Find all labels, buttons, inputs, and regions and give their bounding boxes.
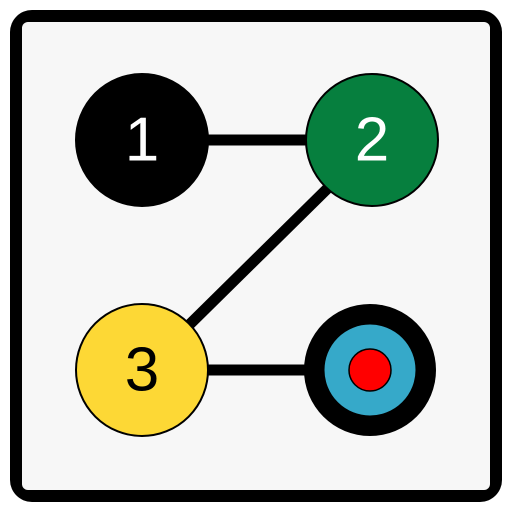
- node-2: 2: [305, 73, 439, 207]
- node-3-label: 3: [125, 336, 159, 405]
- node-2-label: 2: [355, 106, 389, 175]
- connector-2-3: [182, 182, 334, 332]
- node-1-circle: [75, 73, 209, 207]
- node-2-circle: [305, 73, 439, 207]
- node-3: 3: [75, 303, 209, 437]
- target-icon: [304, 304, 436, 436]
- node-3-circle: [75, 303, 209, 437]
- node-1-label: 1: [125, 106, 159, 175]
- node-1: 1: [75, 73, 209, 207]
- target-bullseye: [348, 348, 392, 392]
